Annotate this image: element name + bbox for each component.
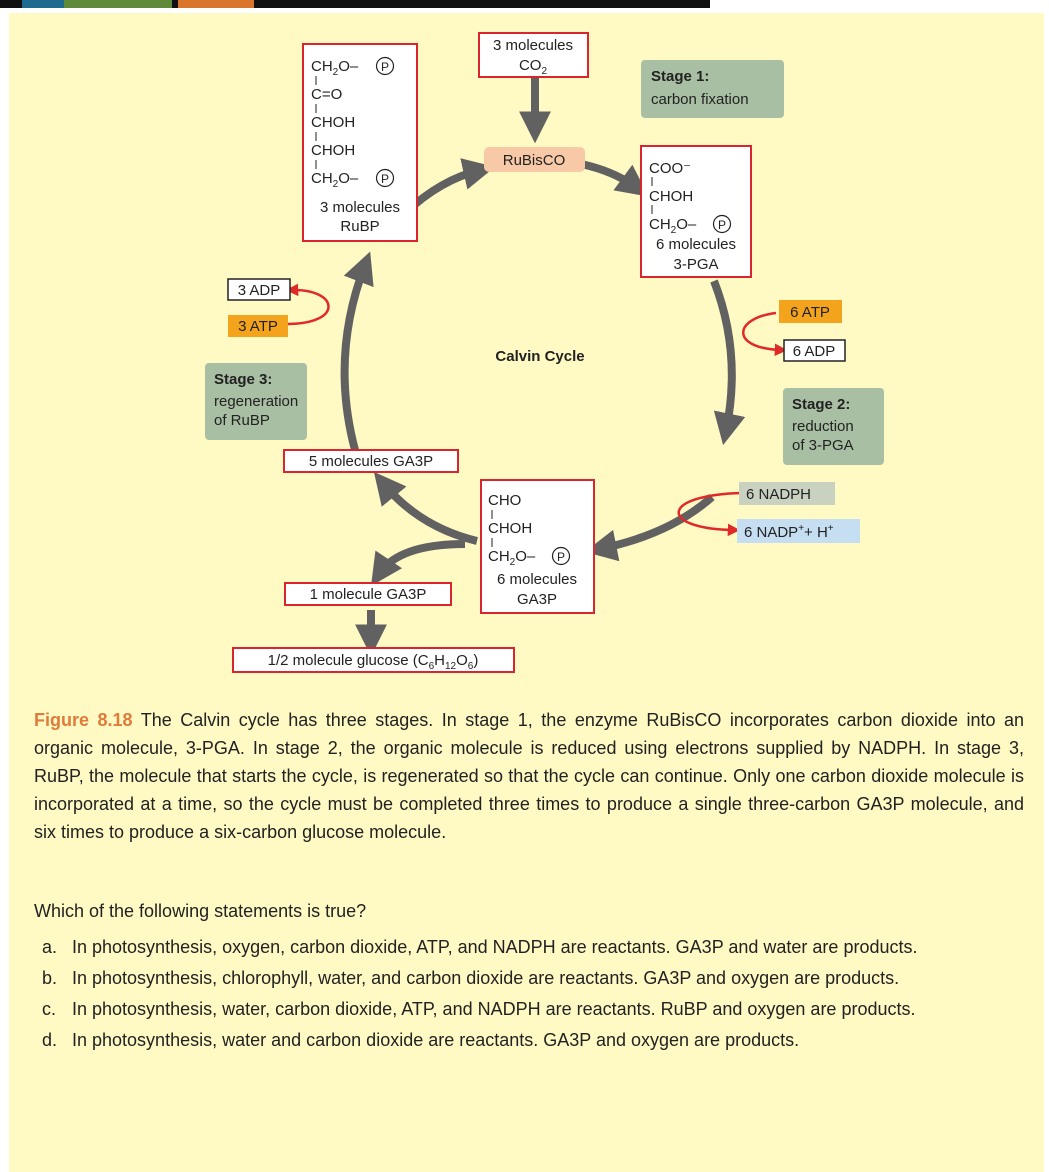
answer-letter: b.: [42, 968, 58, 988]
answer-text: In photosynthesis, water, carbon dioxide…: [72, 999, 916, 1019]
figure-caption: Figure 8.18 The Calvin cycle has three s…: [34, 706, 1024, 846]
rubp-row-1: CH2O–: [311, 58, 359, 78]
phosphate-icon: [375, 56, 395, 76]
five-ga3p-box: 5 molecules GA3P: [283, 449, 459, 473]
answer-letter: a.: [42, 937, 58, 957]
nadp-box: 6 NADP++ H+: [737, 519, 860, 543]
top-bar-segment-blue: [22, 0, 64, 8]
figure-label: Figure 8.18: [34, 710, 133, 730]
rubp-row-2: C=O: [311, 86, 342, 103]
stage1-box: Stage 1: carbon fixation: [641, 60, 784, 118]
ga3p-row-3: CH2O–: [488, 548, 536, 568]
co2-count: 3 molecules: [493, 37, 573, 54]
co2-box: 3 molecules CO2: [478, 32, 589, 78]
stage3-title: Stage 3:: [214, 371, 272, 388]
calvin-cycle-diagram: 3 molecules CO2 Stage 1: carbon fixation…: [205, 32, 884, 673]
rubp-count: 3 molecules: [320, 199, 400, 216]
co2-formula: CO2: [519, 57, 548, 77]
cycle-arrow-reduction: [710, 279, 746, 446]
one-ga3p-box: 1 molecule GA3P: [284, 582, 452, 606]
svg-text:1/2 molecule glucose (C6H12O6): 1/2 molecule glucose (C6H12O6): [268, 652, 479, 672]
rubp-row-5: CH2O–: [311, 170, 359, 190]
adp6-box: 6 ADP: [783, 339, 846, 362]
stage2-line1: reduction: [792, 418, 854, 435]
phosphate-label: P: [381, 60, 389, 74]
rubisco-label: RuBisCO: [484, 147, 585, 172]
atp3-box: 3 ATP: [228, 315, 288, 337]
answer-letter: d.: [42, 1030, 58, 1050]
stage3-line1: regeneration: [214, 393, 298, 410]
answer-option-c: c. In photosynthesis, water, carbon dioxi…: [34, 995, 1024, 1023]
stage3-line2: of RuBP: [214, 412, 270, 429]
top-bar-segment-orange: [178, 0, 254, 8]
answer-text: In photosynthesis, chlorophyll, water, a…: [72, 968, 900, 988]
svg-text:3 ATP: 3 ATP: [238, 318, 278, 335]
svg-text:RuBisCO: RuBisCO: [503, 152, 566, 169]
atp-to-adp-arrow-stage3: [285, 283, 330, 326]
svg-text:6 NADPH: 6 NADPH: [746, 486, 811, 503]
svg-text:6 ADP: 6 ADP: [793, 343, 836, 360]
pga-count: 6 molecules: [656, 236, 736, 253]
stage2-line2: of 3-PGA: [792, 437, 854, 454]
cycle-arrow-to-ga3p: [584, 494, 715, 562]
glucose-box: 1/2 molecule glucose (C6H12O6): [232, 647, 515, 673]
ga3p-name: GA3P: [517, 591, 557, 608]
stage1-desc: carbon fixation: [651, 91, 749, 108]
figure-caption-text: The Calvin cycle has three stages. In st…: [34, 710, 1024, 842]
svg-text:3 ADP: 3 ADP: [238, 282, 281, 299]
phosphate-label: P: [718, 218, 726, 232]
ga3p-row-1: CHO: [488, 492, 521, 509]
stage2-title: Stage 2:: [792, 396, 850, 413]
figure-panel: 3 molecules CO2 Stage 1: carbon fixation…: [9, 13, 1044, 1172]
rubp-row-3: CHOH: [311, 114, 355, 131]
stage1-title: Stage 1:: [651, 68, 709, 85]
top-bar-segment-green: [64, 0, 172, 8]
phosphate-icon: [551, 546, 571, 566]
stage3-box: Stage 3: regeneration of RuBP: [205, 363, 307, 440]
answer-text: In photosynthesis, oxygen, carbon dioxid…: [72, 937, 918, 957]
nadph-box: 6 NADPH: [739, 482, 835, 505]
top-color-bar: [0, 0, 710, 8]
atp-to-adp-arrow-stage2: [742, 311, 788, 357]
answer-text: In photosynthesis, water and carbon diox…: [72, 1030, 800, 1050]
ga3p-output-arrow: [371, 540, 466, 586]
answer-option-b: b. In photosynthesis, chlorophyll, water,…: [34, 964, 1024, 992]
svg-text:1 molecule GA3P: 1 molecule GA3P: [310, 586, 427, 603]
pga-row-2: CHOH: [649, 188, 693, 205]
svg-text:6 ATP: 6 ATP: [790, 304, 830, 321]
phosphate-label: P: [381, 172, 389, 186]
rubp-name: RuBP: [340, 218, 379, 235]
phosphate-label: P: [557, 550, 565, 564]
adp3-box: 3 ADP: [227, 278, 291, 301]
pga-row-1: COO⁻: [649, 160, 691, 177]
pga-row-3: CH2O–: [649, 216, 697, 236]
answer-option-a: a. In photosynthesis, oxygen, carbon diox…: [34, 933, 1024, 961]
calvin-cycle-label: Calvin Cycle: [495, 348, 584, 365]
answer-list: a. In photosynthesis, oxygen, carbon diox…: [34, 933, 1024, 1057]
answer-option-d: d. In photosynthesis, water and carbon di…: [34, 1026, 1024, 1054]
ga3p-row-2: CHOH: [488, 520, 532, 537]
cycle-arrow-to-five-ga3p: [373, 471, 478, 545]
cycle-arrow-fixation: [580, 160, 649, 197]
question-text: Which of the following statements is tru…: [34, 901, 367, 921]
ga3p-box: CHO CHOH CH2O– P 6 molecules GA3P: [480, 479, 595, 614]
svg-text:6 NADP++ H+: 6 NADP++ H+: [744, 523, 834, 541]
answer-letter: c.: [42, 999, 57, 1019]
ga3p-count: 6 molecules: [497, 571, 577, 588]
pga-name: 3-PGA: [673, 256, 718, 273]
cycle-arrow-regeneration: [340, 251, 374, 452]
stage2-box: Stage 2: reduction of 3-PGA: [783, 388, 884, 465]
rubp-box: CH2O– P C=O CHOH CHOH CH2O– P 3 molecule…: [302, 43, 418, 242]
atp6-box: 6 ATP: [779, 300, 842, 323]
svg-text:5 molecules GA3P: 5 molecules GA3P: [309, 453, 433, 470]
phosphate-icon: [375, 168, 395, 188]
phosphate-icon: [712, 214, 732, 234]
rubp-row-4: CHOH: [311, 142, 355, 159]
pga-box: COO⁻ CHOH CH2O– P 6 molecules 3-PGA: [640, 145, 752, 278]
nadph-arrow-stage2: [677, 491, 743, 537]
